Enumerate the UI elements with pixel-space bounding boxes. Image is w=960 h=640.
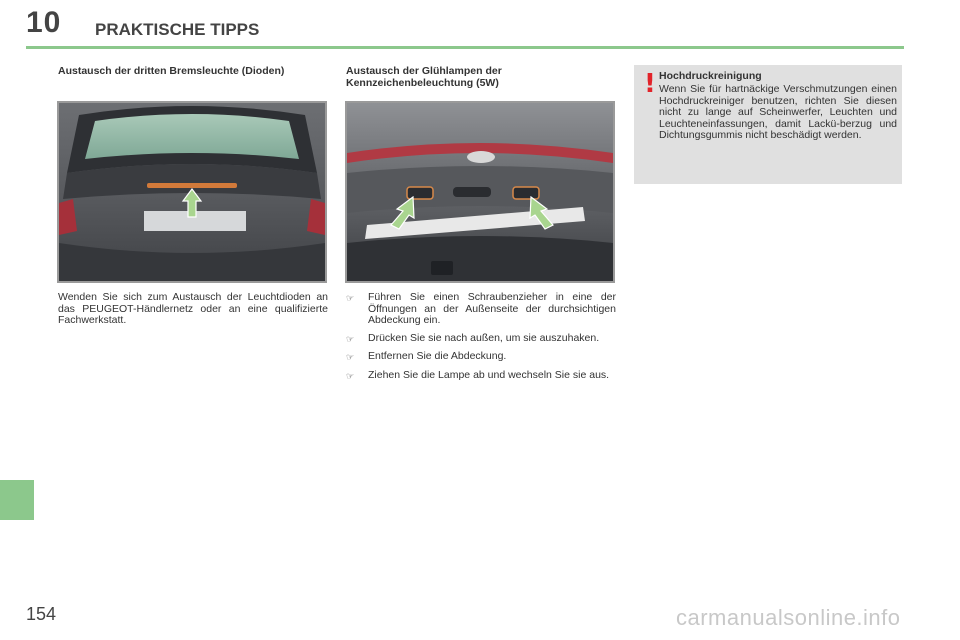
notice-title: Hochdruckreinigung <box>659 70 762 82</box>
pointing-hand-icon: ☞ <box>346 370 355 381</box>
notice-text: Wenn Sie für hartnäckige Verschmutzungen… <box>659 83 897 141</box>
notice-box: ! Hochdruckreinigung Wenn Sie für hartnä… <box>634 65 902 184</box>
list-item: ☞ Entfernen Sie die Abdeckung. <box>346 350 616 364</box>
plate-light-photo <box>345 101 615 283</box>
section-heading-plate-light-line1: Austausch der Glühlampen der <box>346 65 502 77</box>
step-text: Ziehen Sie die Lampe ab und wechseln Sie… <box>368 368 610 381</box>
chapter-side-tab <box>0 480 34 520</box>
step-text: Entfernen Sie die Abdeckung. <box>368 350 507 362</box>
watermark: carmanualsonline.info <box>676 605 901 630</box>
step-text: Drücken Sie sie nach außen, um sie auszu… <box>368 331 600 344</box>
page-number: 154 <box>26 604 57 624</box>
chapter-title: PRAKTISCHE TIPPS <box>95 20 260 39</box>
section-heading-plate-light-line2: Kennzeichenbeleuchtung (5W) <box>346 77 499 89</box>
header-rule <box>26 46 904 49</box>
plate-light-steps: ☞ Führen Sie einen Schraubenzieher in ei… <box>346 291 616 388</box>
brake-light-text: Wenden Sie sich zum Austausch der Leucht… <box>58 291 328 326</box>
section-heading-brake-light: Austausch der dritten Bremsleuchte (Diod… <box>58 65 285 77</box>
exclamation-icon: ! <box>644 69 656 99</box>
brake-light-photo <box>57 101 327 283</box>
section-heading-plate-light: Austausch der Glühlampen der Kennzeichen… <box>346 65 616 89</box>
step-text: Führen Sie einen Schraubenzieher in eine… <box>368 291 616 326</box>
list-item: ☞ Ziehen Sie die Lampe ab und wechseln S… <box>346 368 616 383</box>
list-item: ☞ Drücken Sie sie nach außen, um sie aus… <box>346 331 616 346</box>
pointing-hand-icon: ☞ <box>346 333 355 344</box>
chapter-number: 10 <box>26 6 62 39</box>
list-item: ☞ Führen Sie einen Schraubenzieher in ei… <box>346 291 616 327</box>
pointing-hand-icon: ☞ <box>346 352 355 362</box>
pointing-hand-icon: ☞ <box>346 293 355 303</box>
